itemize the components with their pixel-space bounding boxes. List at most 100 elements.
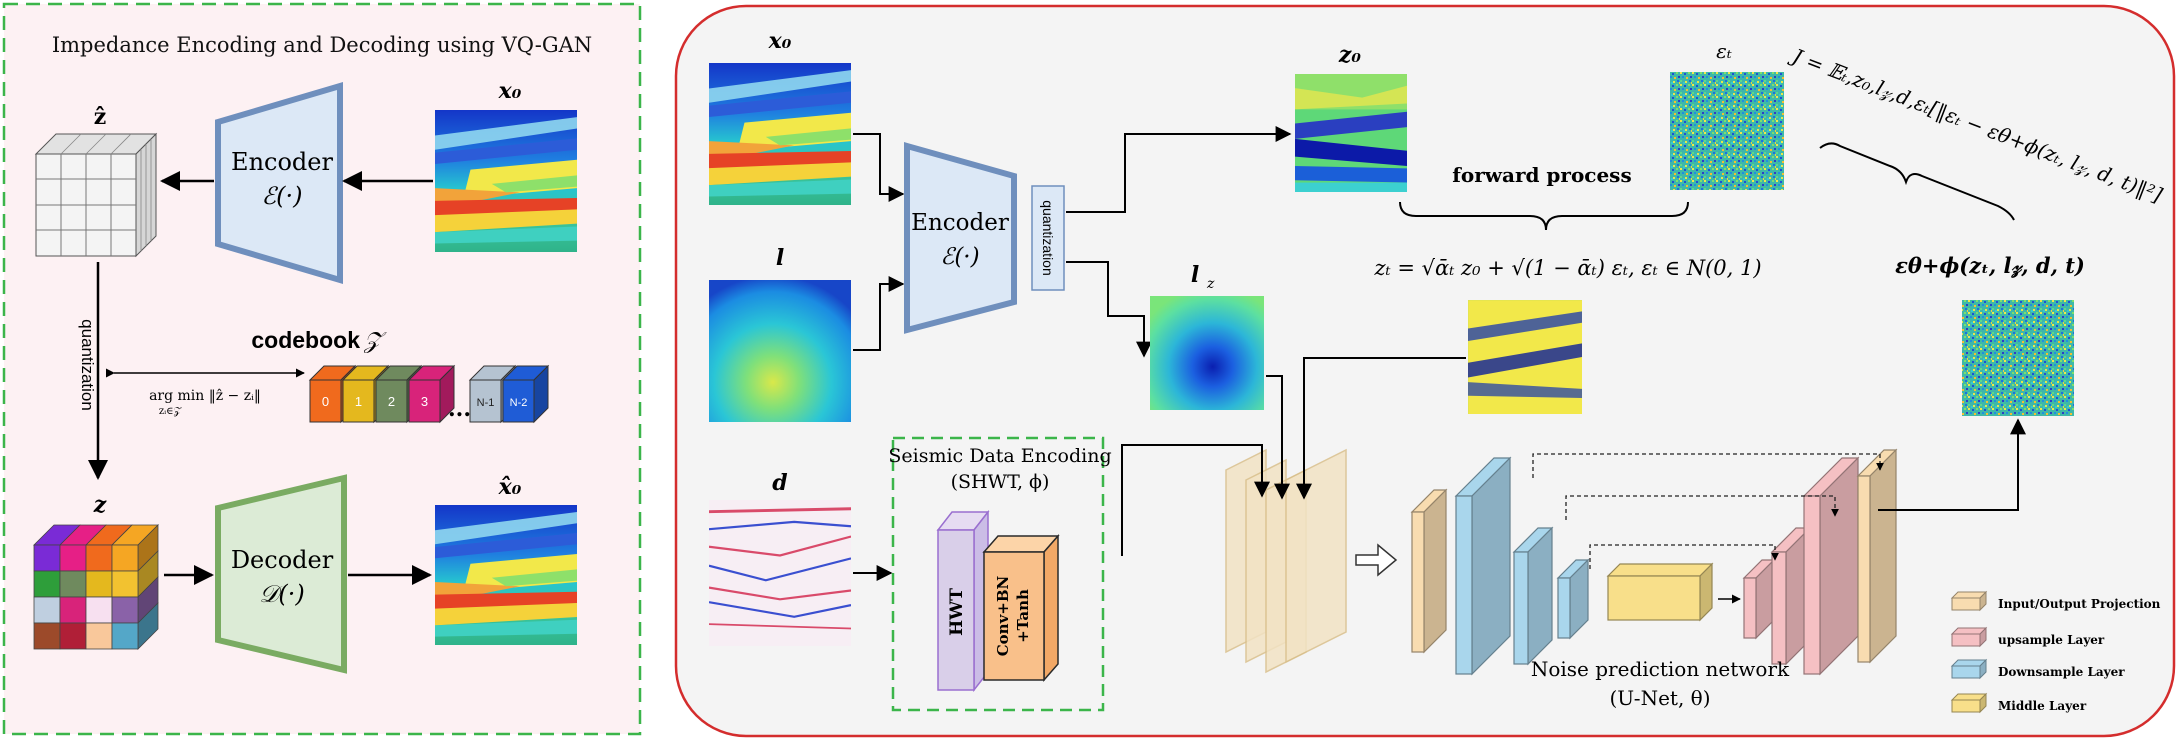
arrow-l-to-ldm-encoder — [853, 276, 905, 351]
z-cube-cell — [59, 596, 87, 624]
lz-sub: z — [1206, 276, 1215, 292]
ldm-quantization-box — [1031, 185, 1065, 291]
legend-swatch — [1951, 699, 1981, 713]
z-cube-cell — [85, 544, 113, 572]
z-cube-cell — [33, 596, 61, 624]
z0-label: z₀ — [1338, 42, 1361, 68]
x0hat-image — [435, 505, 577, 645]
z-cube-cell — [59, 570, 87, 598]
z-cube-cell — [85, 622, 113, 650]
arrow-to-lz — [1066, 261, 1152, 358]
eps-label: εₜ — [1716, 39, 1732, 63]
arrow-to-z0 — [1066, 126, 1292, 213]
codebook-dots: ... — [448, 396, 471, 422]
vqgan-decoder-func: 𝒟(·) — [259, 580, 305, 608]
forward-process-brace — [1399, 201, 1689, 231]
vqgan-encoder — [215, 81, 343, 285]
ldm-d-image — [709, 500, 851, 646]
ldm-l-image — [709, 280, 851, 422]
hollow-arrow — [1355, 543, 1398, 577]
legend-swatch-side — [1979, 692, 1987, 714]
ldm-encoder — [904, 142, 1017, 334]
unet-upsample-1 — [1742, 558, 1776, 640]
lz-label: l — [1191, 262, 1199, 288]
zt-equation: zₜ = √ᾱₜ z₀ + √(1 − ᾱₜ) εₜ, εₜ ∈ N(0, 1) — [1373, 256, 1761, 280]
ldm-l-label: l — [776, 245, 784, 271]
conv-label-2: +Tanh — [1014, 589, 1032, 643]
unet-output-projection — [1856, 448, 1898, 664]
ldm-x0-image — [709, 63, 851, 205]
arrow-zt-to-stack — [1296, 357, 1466, 500]
legend-item: Downsample Layer — [1950, 658, 2125, 680]
z-cube-cell — [85, 570, 113, 598]
seismic-title: Seismic Data Encoding — [888, 445, 1111, 467]
lz-image — [1150, 296, 1264, 410]
z-cube-cell — [111, 570, 139, 598]
unet-middle — [1606, 562, 1714, 622]
unet — [1410, 448, 1898, 676]
codebook-cell-label: 3 — [421, 394, 428, 409]
vqgan-x0-image — [435, 110, 577, 252]
legend-label: Downsample Layer — [1998, 665, 2125, 679]
z-label: z — [93, 492, 107, 518]
zhat-cube — [34, 132, 158, 258]
z-cube — [33, 524, 159, 650]
conv-block — [982, 534, 1060, 682]
vqgan-x0-label: x₀ — [498, 78, 522, 104]
x0hat-label: x̂₀ — [498, 474, 522, 500]
unet-upsample-3 — [1802, 456, 1860, 676]
vqgan-quantization-label: quantization — [78, 319, 97, 411]
unet-skip-connection — [1565, 495, 1839, 520]
z-cube-cell — [33, 570, 61, 598]
codebook-cell: N-2 — [501, 364, 550, 424]
unet-skip-connection — [1532, 453, 1884, 478]
eps-pred-label: εθ+ϕ(zₜ, l𝓏, d, t) — [1895, 253, 2085, 278]
arrow-x0-to-ldm-encoder — [853, 133, 905, 202]
codebook-cell-label: 1 — [355, 394, 362, 409]
condition-stack — [1225, 448, 1347, 674]
codebook-cell-label: N-2 — [510, 397, 528, 409]
argmin-label: arg min ‖ẑ − zᵢ‖ — [149, 388, 261, 404]
ldm-encoder-func: ℰ(·) — [940, 244, 979, 270]
unet-input-projection — [1410, 488, 1448, 654]
unet-sub: (U-Net, θ) — [1610, 686, 1711, 710]
unet-downsample-3 — [1556, 558, 1590, 640]
codebook-label: codebook — [251, 327, 360, 353]
legend-swatch-side — [1979, 590, 1987, 612]
z-cube-cell — [85, 596, 113, 624]
vqgan-decoder-label: Decoder — [231, 546, 334, 574]
legend-item: Input/Output Projection — [1950, 590, 2161, 612]
codebook-cell: 3 — [407, 364, 456, 424]
legend-swatch — [1951, 597, 1981, 611]
legend-item: Middle Layer — [1950, 692, 2087, 714]
unet-downsample-1 — [1454, 456, 1512, 676]
legend-item: upsample Layer — [1950, 626, 2105, 648]
ldm-encoder-label: Encoder — [911, 210, 1009, 236]
vqgan-encoder-label: Encoder — [231, 148, 333, 176]
legend-swatch-side — [1979, 658, 1987, 680]
legend-label: Input/Output Projection — [1998, 597, 2161, 611]
z0-image — [1295, 74, 1407, 192]
legend-swatch-side — [1979, 626, 1987, 648]
seismic-sub: (SHWT, ϕ) — [951, 471, 1050, 493]
z-cube-cell — [111, 622, 139, 650]
unet-downsample-2 — [1512, 526, 1554, 666]
unet-label: Noise prediction network — [1531, 657, 1790, 681]
legend: Input/Output Projection upsample LayerDow… — [1950, 590, 2161, 714]
legend-swatch — [1951, 633, 1981, 647]
ldm-quantization-label: quantization — [1040, 200, 1056, 276]
legend-label: Middle Layer — [1998, 699, 2087, 713]
argmin-sub: zᵢ∈𝒵 — [159, 406, 183, 417]
codebook-cell-label: 2 — [388, 394, 395, 409]
eps-pred-image — [1962, 300, 2074, 416]
loss-brace — [1819, 142, 2015, 221]
z-cube-cell — [59, 544, 87, 572]
ldm-d-label: d — [772, 470, 787, 496]
z-cube-cell — [111, 596, 139, 624]
vqgan-encoder-func: ℰ(·) — [262, 182, 303, 210]
codebook-cell-label: N-1 — [477, 397, 495, 409]
forward-process-label: forward process — [1452, 163, 1631, 187]
zt-image — [1468, 300, 1582, 414]
